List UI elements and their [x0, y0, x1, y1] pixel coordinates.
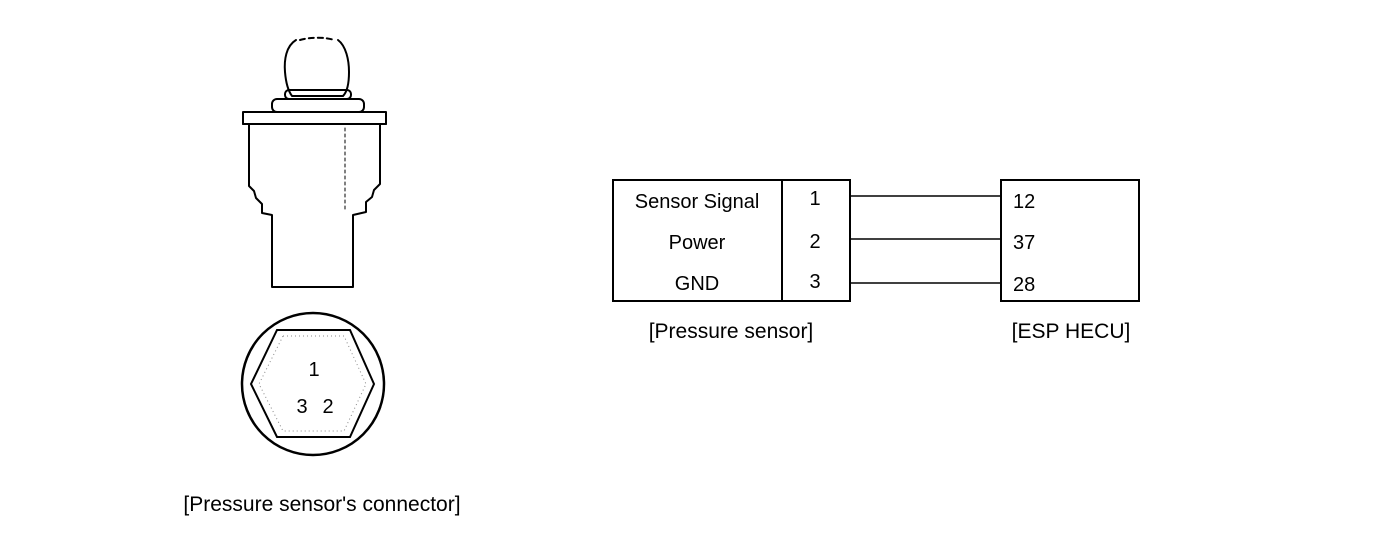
esp-hecu-caption: [ESP HECU] [1012, 320, 1131, 343]
connector-pin-2-label: 2 [322, 396, 333, 418]
sensor-signal-label: Sensor Signal [635, 191, 760, 213]
sensor-pin-2: 2 [809, 231, 820, 253]
sensor-pin-3: 3 [809, 271, 820, 293]
connector-caption: [Pressure sensor's connector] [183, 493, 460, 516]
esp-hecu-box [1000, 179, 1140, 302]
hecu-pin-37: 37 [1013, 232, 1035, 254]
gnd-label: GND [675, 273, 719, 295]
connector-face: 1 3 2 [240, 311, 386, 457]
pressure-sensor-table [612, 179, 851, 302]
sensor-side-view [242, 36, 387, 288]
connector-pin-1-label: 1 [308, 359, 319, 381]
pressure-sensor-caption: [Pressure sensor] [649, 320, 814, 343]
sensor-pin-1: 1 [809, 188, 820, 210]
power-label: Power [669, 232, 726, 254]
wires [850, 195, 1001, 284]
hecu-pin-12: 12 [1013, 191, 1035, 213]
connector-pin-3-label: 3 [296, 396, 307, 418]
hecu-pin-28: 28 [1013, 274, 1035, 296]
